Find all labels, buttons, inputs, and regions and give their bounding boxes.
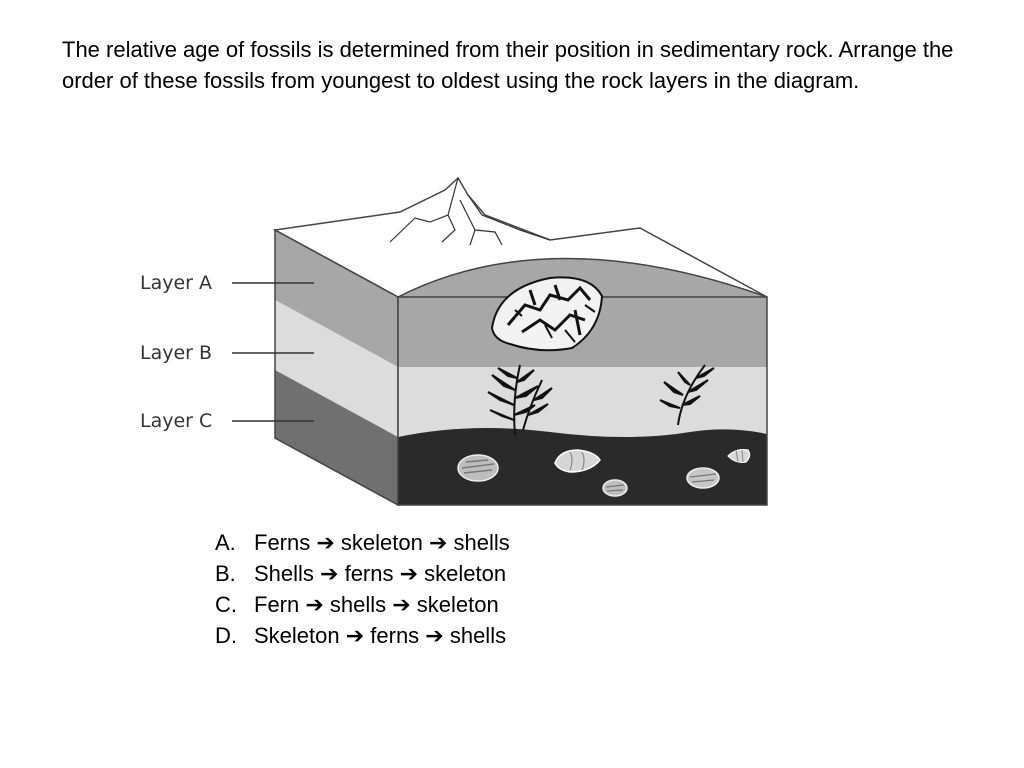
choice-text: Shells ➔ ferns ➔ skeleton (254, 561, 507, 586)
shell-icon (554, 449, 601, 473)
layer-c-side (275, 370, 398, 505)
skeleton-icon (490, 276, 604, 352)
choice-letter: A. (215, 530, 236, 555)
layer-b-label: Layer B (140, 342, 212, 364)
mountain-ridge-lines (389, 177, 551, 246)
choice-a[interactable]: A. Ferns ➔ skeleton ➔ shells (215, 527, 510, 558)
choice-text: Ferns ➔ skeleton ➔ shells (254, 530, 510, 555)
layer-a-side (275, 230, 398, 367)
choice-letter: C. (215, 592, 237, 617)
layer-b-side (275, 300, 398, 437)
shell-icon (686, 467, 720, 489)
layer-b-front (398, 367, 767, 437)
shell-icon (602, 479, 628, 497)
shell-icon (457, 454, 499, 482)
choice-c[interactable]: C. Fern ➔ shells ➔ skeleton (215, 589, 510, 620)
choice-d[interactable]: D. Skeleton ➔ ferns ➔ shells (215, 620, 510, 651)
choice-letter: B. (215, 561, 236, 586)
question-text: The relative age of fossils is determine… (62, 37, 954, 93)
choice-b[interactable]: B. Shells ➔ ferns ➔ skeleton (215, 558, 510, 589)
fern-icon (487, 364, 553, 436)
choice-letter: D. (215, 623, 237, 648)
choice-text: Skeleton ➔ ferns ➔ shells (254, 623, 507, 648)
answer-choices: A. Ferns ➔ skeleton ➔ shells B. Shells ➔ f… (215, 527, 510, 651)
layer-a-label: Layer A (140, 272, 212, 294)
layer-c-label: Layer C (140, 410, 212, 432)
fern-icon (659, 364, 715, 426)
rock-layers-diagram: Layer A Layer B Layer C (140, 176, 768, 507)
choice-text: Fern ➔ shells ➔ skeleton (254, 592, 499, 617)
shell-icon (727, 449, 751, 463)
